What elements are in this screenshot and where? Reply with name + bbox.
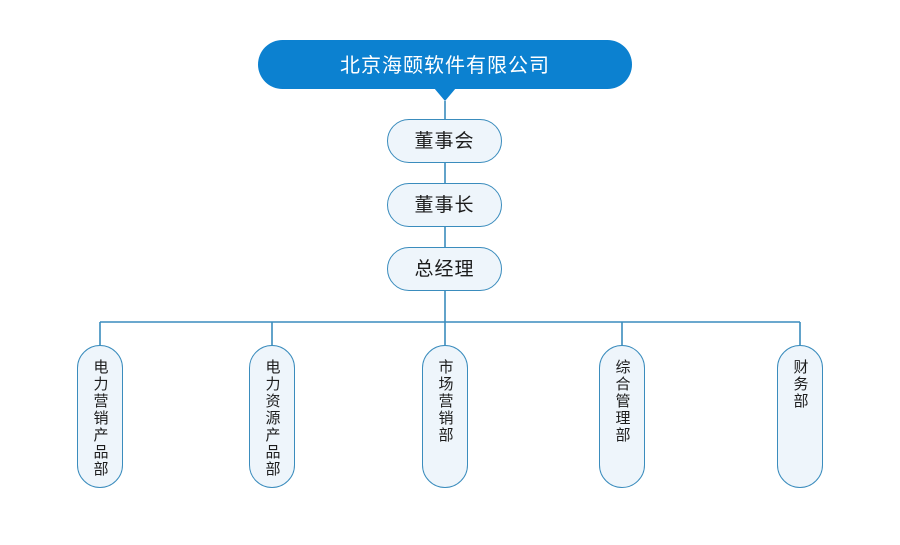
org-node-general-administration-dept-label: 综合管理部 — [613, 359, 632, 444]
org-node-board-of-directors[interactable]: 董事会 — [387, 119, 502, 163]
org-node-power-marketing-product-dept-label: 电力营销产品部 — [91, 359, 110, 478]
org-node-power-resource-product-dept[interactable]: 电力资源产品部 — [249, 345, 295, 488]
root-banner-pointer-icon — [434, 88, 456, 101]
org-node-power-resource-product-dept-label: 电力资源产品部 — [263, 359, 282, 478]
org-node-root-label: 北京海颐软件有限公司 — [340, 52, 550, 77]
org-node-finance-dept-label: 财务部 — [791, 359, 810, 410]
org-node-root[interactable]: 北京海颐软件有限公司 — [258, 40, 632, 89]
org-node-chairman[interactable]: 董事长 — [387, 183, 502, 227]
org-node-finance-dept[interactable]: 财务部 — [777, 345, 823, 488]
org-node-market-marketing-dept-label: 市场营销部 — [436, 359, 455, 444]
org-node-board-of-directors-label: 董事会 — [414, 129, 475, 152]
org-node-power-marketing-product-dept[interactable]: 电力营销产品部 — [77, 345, 123, 488]
org-node-general-manager[interactable]: 总经理 — [387, 247, 502, 291]
org-node-general-manager-label: 总经理 — [414, 257, 475, 280]
org-node-general-administration-dept[interactable]: 综合管理部 — [599, 345, 645, 488]
org-node-chairman-label: 董事长 — [414, 193, 475, 216]
org-node-market-marketing-dept[interactable]: 市场营销部 — [422, 345, 468, 488]
